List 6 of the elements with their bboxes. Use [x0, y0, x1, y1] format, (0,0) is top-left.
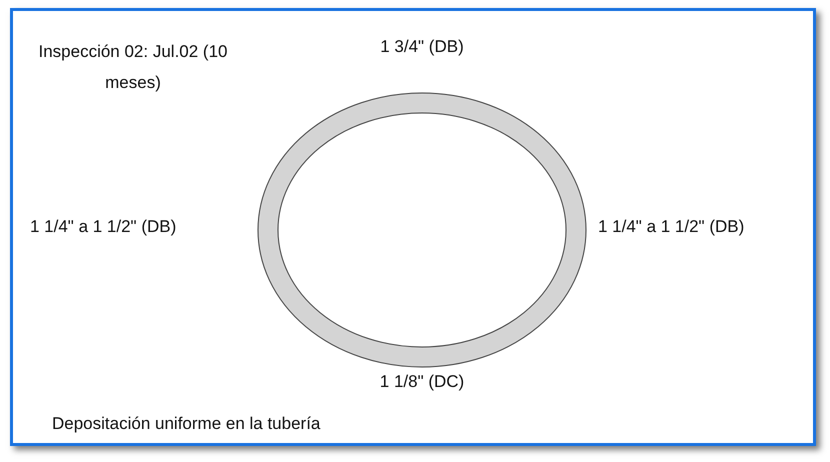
caption: Depositación uniforme en la tubería — [52, 413, 320, 435]
measurement-label: 1 3/4" (DB) — [379, 36, 465, 58]
measurement-label: 1 1/4" a 1 1/2" (DB) — [30, 216, 176, 238]
measurement-label: 1 1/4" a 1 1/2" (DB) — [598, 216, 744, 238]
title: Inspección 02: Jul.02 (10 meses) — [37, 41, 228, 94]
measurement-label: 1 1/8" (DC) — [378, 371, 466, 393]
